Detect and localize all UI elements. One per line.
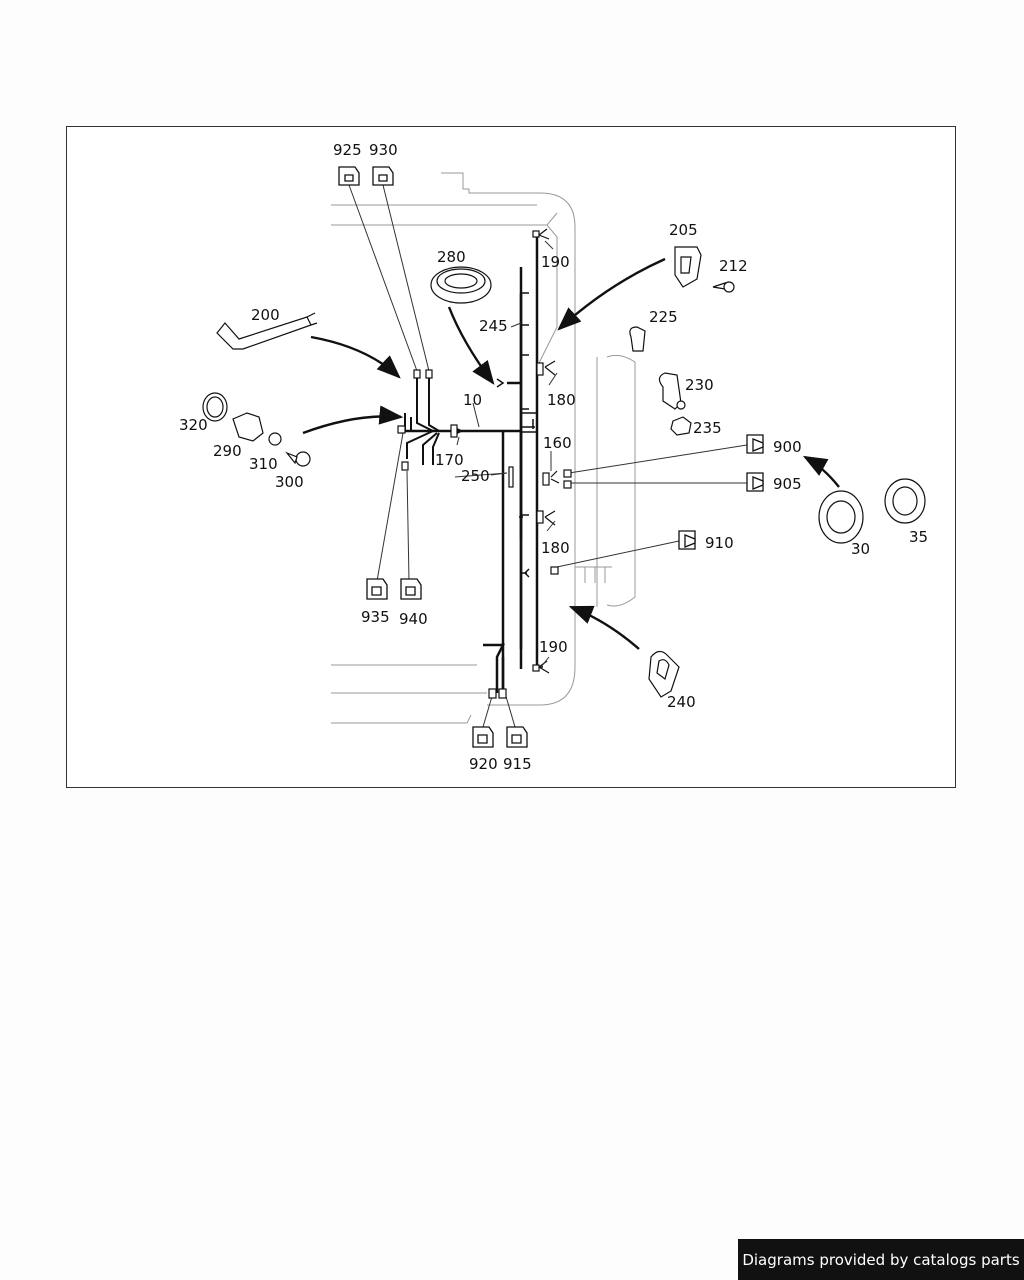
label-915: 915 — [503, 755, 532, 773]
loose-parts — [202, 246, 926, 698]
label-245: 245 — [479, 317, 508, 335]
credit-badge: Diagrams provided by catalogs parts — [738, 1239, 1024, 1280]
label-290: 290 — [213, 442, 242, 460]
label-910: 910 — [705, 534, 734, 552]
label-310: 310 — [249, 455, 278, 473]
inline-connectors — [397, 230, 572, 699]
label-10: 10 — [463, 391, 482, 409]
label-280: 280 — [437, 248, 466, 266]
label-225: 225 — [649, 308, 678, 326]
label-920: 920 — [469, 755, 498, 773]
terminal-housings — [338, 166, 764, 748]
part-number-labels: 925 930 280 205 190 212 200 245 225 180 … — [179, 141, 928, 773]
label-230: 230 — [685, 376, 714, 394]
label-240: 240 — [667, 693, 696, 711]
connector-leads — [348, 184, 748, 728]
label-905: 905 — [773, 475, 802, 493]
label-235: 235 — [693, 419, 722, 437]
label-900: 900 — [773, 438, 802, 456]
label-30: 30 — [851, 540, 870, 558]
wiring-harness-diagram: 925 930 280 205 190 212 200 245 225 180 … — [179, 141, 928, 773]
label-212: 212 — [719, 257, 748, 275]
left-fanout — [400, 377, 464, 465]
label-190-top: 190 — [541, 253, 570, 271]
parts-diagram: 925 930 280 205 190 212 200 245 225 180 … — [66, 126, 956, 788]
label-205: 205 — [669, 221, 698, 239]
label-250: 250 — [461, 467, 490, 485]
label-940: 940 — [399, 610, 428, 628]
label-200: 200 — [251, 306, 280, 324]
label-35: 35 — [909, 528, 928, 546]
label-300: 300 — [275, 473, 304, 491]
vehicle-outline — [331, 172, 636, 724]
label-925: 925 — [333, 141, 362, 159]
label-930: 930 — [369, 141, 398, 159]
label-170: 170 — [435, 451, 464, 469]
label-180-bottom: 180 — [541, 539, 570, 557]
label-320: 320 — [179, 416, 208, 434]
label-190-bottom: 190 — [539, 638, 568, 656]
label-935: 935 — [361, 608, 390, 626]
leader-arrows — [302, 257, 840, 650]
label-leaders — [456, 240, 558, 668]
label-160: 160 — [543, 434, 572, 452]
label-180-top: 180 — [547, 391, 576, 409]
